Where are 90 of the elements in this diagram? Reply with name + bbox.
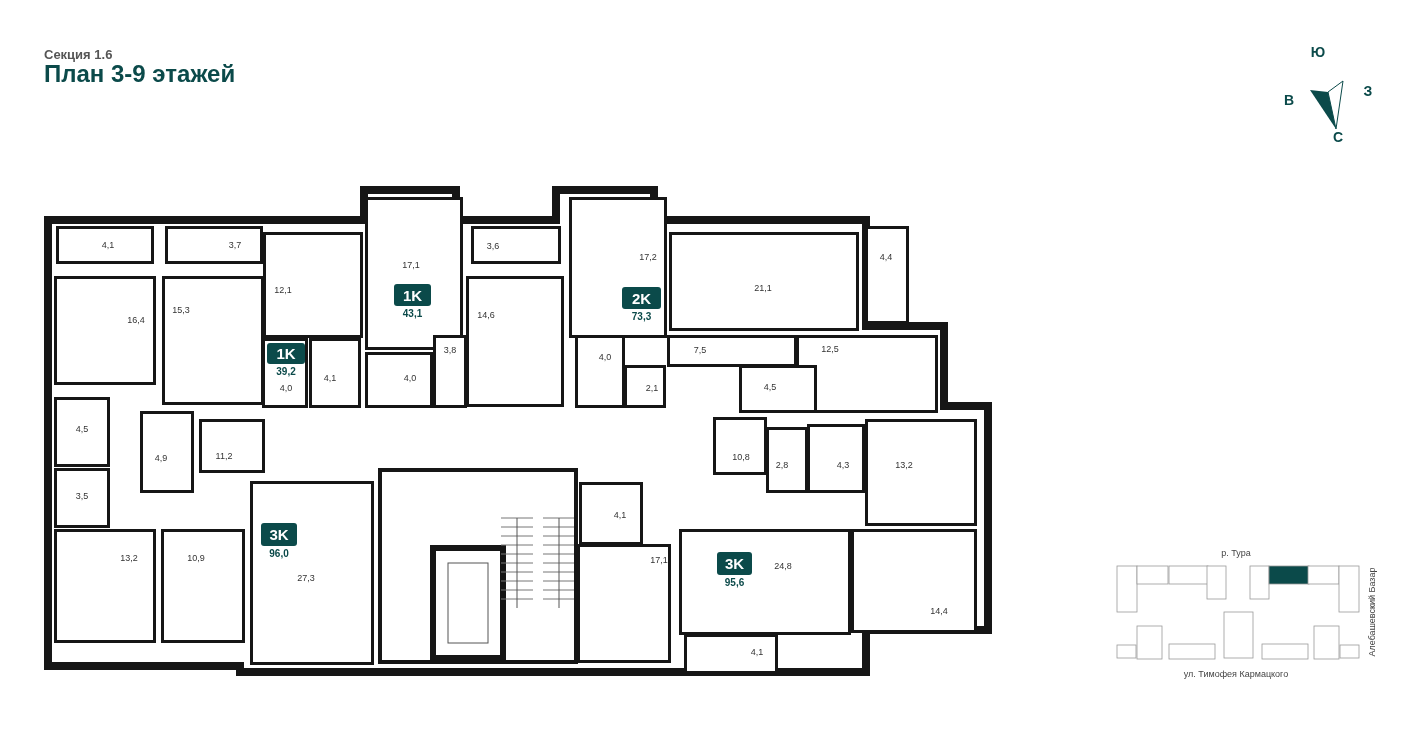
room-area: 4,5 bbox=[763, 382, 777, 392]
map-caption: ул. Тимофея Кармацкого bbox=[1183, 669, 1289, 679]
room-area: 4,0 bbox=[598, 352, 612, 362]
room-area: 3,5 bbox=[75, 491, 89, 501]
apartment-area: 96,0 bbox=[269, 549, 289, 559]
map-caption: Алебашевский Базар bbox=[1367, 567, 1377, 657]
room-area: 3,6 bbox=[486, 241, 500, 251]
room-area: 17,2 bbox=[639, 252, 657, 262]
room-outline bbox=[575, 335, 625, 408]
room-outline bbox=[140, 411, 194, 493]
room-outline bbox=[669, 232, 859, 331]
room-area: 17,1 bbox=[650, 555, 668, 565]
room-outline bbox=[250, 481, 374, 665]
room-area: 17,1 bbox=[402, 260, 420, 270]
apartment-badge: 1K bbox=[267, 343, 305, 364]
apartment-area: 95,6 bbox=[724, 578, 745, 588]
room-outline bbox=[713, 417, 767, 475]
room-outline bbox=[365, 352, 433, 408]
compass-letter: З bbox=[1363, 84, 1373, 98]
room-outline bbox=[54, 397, 110, 467]
room-outline bbox=[471, 226, 561, 264]
room-area: 10,8 bbox=[732, 452, 750, 462]
room-area: 15,3 bbox=[172, 305, 190, 315]
room-area: 7,5 bbox=[693, 345, 707, 355]
room-outline bbox=[263, 232, 363, 338]
room-area: 4,1 bbox=[323, 373, 337, 383]
room-area: 11,2 bbox=[215, 451, 233, 461]
room-outline bbox=[162, 276, 264, 405]
apartment-badge: 3K bbox=[261, 523, 297, 546]
compass-letter: Ю bbox=[1310, 45, 1326, 59]
room-outline bbox=[679, 529, 851, 635]
room-outline bbox=[766, 427, 808, 493]
room-area: 13,2 bbox=[895, 460, 913, 470]
room-outline bbox=[624, 365, 666, 408]
room-area: 4,5 bbox=[75, 424, 89, 434]
room-outline bbox=[466, 276, 564, 407]
room-area: 14,6 bbox=[477, 310, 495, 320]
room-area: 3,8 bbox=[443, 345, 457, 355]
room-outline bbox=[684, 634, 778, 674]
room-area: 21,1 bbox=[754, 283, 772, 293]
room-outline bbox=[54, 468, 110, 528]
room-area: 12,5 bbox=[821, 344, 839, 354]
room-outline bbox=[569, 197, 667, 338]
compass-letter: С bbox=[1332, 130, 1344, 144]
room-outline bbox=[807, 424, 865, 493]
room-outline bbox=[309, 338, 361, 408]
apartment-area: 43,1 bbox=[402, 309, 423, 319]
room-area: 14,4 bbox=[930, 606, 948, 616]
room-outline bbox=[262, 338, 308, 408]
room-area: 4,4 bbox=[879, 252, 893, 262]
room-outline bbox=[865, 419, 977, 526]
room-outline bbox=[54, 276, 156, 385]
room-area: 16,4 bbox=[127, 315, 145, 325]
room-area: 13,2 bbox=[120, 553, 138, 563]
compass-letter: В bbox=[1283, 93, 1295, 107]
room-area: 4,0 bbox=[403, 373, 417, 383]
apartment-badge: 2K bbox=[622, 287, 661, 309]
room-outline bbox=[579, 482, 643, 545]
section-label: Секция 1.6 bbox=[44, 48, 113, 61]
room-area: 12,1 bbox=[274, 285, 292, 295]
room-outline bbox=[56, 226, 154, 264]
room-area: 4,3 bbox=[836, 460, 850, 470]
room-outline bbox=[161, 529, 245, 643]
room-outline bbox=[199, 419, 265, 473]
apartment-badge: 3K bbox=[717, 552, 752, 575]
room-outline bbox=[165, 226, 263, 264]
room-area: 2,1 bbox=[645, 383, 659, 393]
room-area: 4,0 bbox=[279, 383, 293, 393]
apartment-badge: 1K bbox=[394, 284, 431, 306]
room-outline bbox=[865, 226, 909, 324]
room-area: 2,8 bbox=[775, 460, 789, 470]
room-outline bbox=[851, 529, 977, 633]
apartment-area: 73,3 bbox=[631, 312, 652, 322]
room-outline bbox=[577, 544, 671, 663]
room-outline bbox=[433, 335, 467, 408]
room-area: 10,9 bbox=[187, 553, 205, 563]
map-caption: р. Тура bbox=[1221, 548, 1251, 558]
room-area: 4,1 bbox=[101, 240, 115, 250]
room-area: 27,3 bbox=[297, 573, 315, 583]
room-outline bbox=[796, 335, 938, 413]
room-outline bbox=[54, 529, 156, 643]
apartment-area: 39,2 bbox=[276, 367, 296, 377]
room-area: 4,9 bbox=[154, 453, 168, 463]
room-area: 24,8 bbox=[774, 561, 792, 571]
room-area: 3,7 bbox=[228, 240, 242, 250]
room-area: 4,1 bbox=[750, 647, 764, 657]
room-outline bbox=[739, 365, 817, 413]
room-area: 4,1 bbox=[613, 510, 627, 520]
room-outline bbox=[667, 335, 797, 367]
plan-title: План 3-9 этажей bbox=[44, 62, 236, 86]
